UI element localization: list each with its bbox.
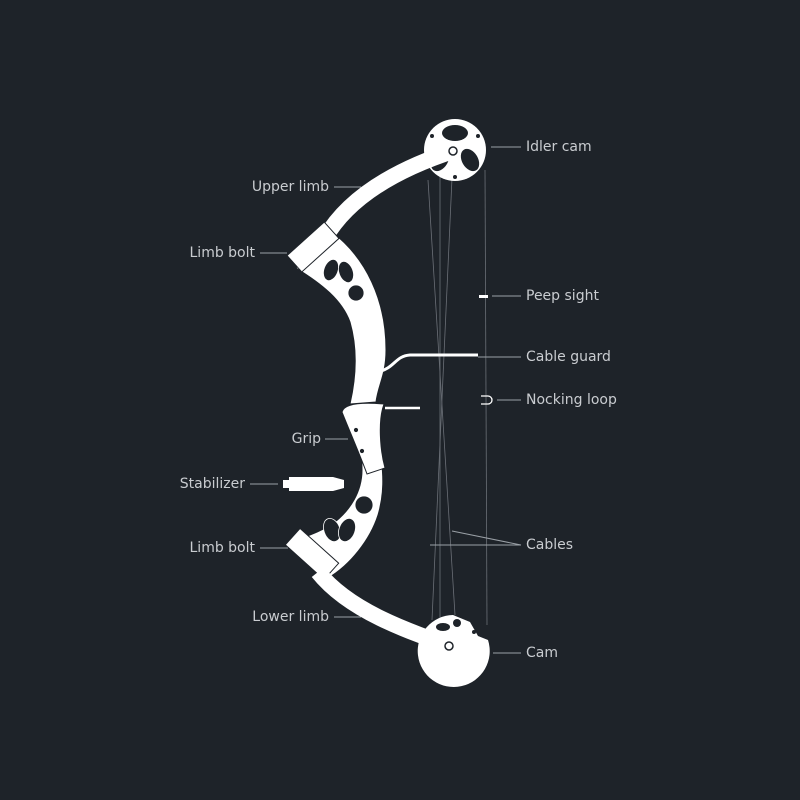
cable-2 <box>427 179 456 616</box>
label-grip: Grip <box>291 431 321 447</box>
label-nocking-loop: Nocking loop <box>526 392 617 408</box>
leader-cables-2 <box>451 530 522 546</box>
label-peep-sight: Peep sight <box>526 288 599 304</box>
nocking-loop <box>481 395 493 405</box>
stabilizer <box>283 477 344 491</box>
label-cables: Cables <box>526 537 574 553</box>
leader-lines <box>250 146 522 654</box>
label-cable-guard: Cable guard <box>526 349 611 365</box>
limb-bolt-lower <box>284 527 340 581</box>
grip <box>341 402 386 475</box>
upper-limb <box>318 142 459 243</box>
label-limb-bolt-upper: Limb bolt <box>189 245 256 261</box>
riser-cutouts <box>323 258 374 543</box>
limb-bolt-upper <box>286 221 340 273</box>
cam <box>417 615 490 687</box>
label-lower-limb: Lower limb <box>252 609 329 625</box>
cable-guard <box>377 353 478 374</box>
strings-and-cables <box>427 169 488 626</box>
bowstring <box>484 169 488 626</box>
cable-1 <box>431 177 453 621</box>
peep-sight <box>479 295 488 298</box>
label-idler-cam: Idler cam <box>526 139 592 155</box>
label-limb-bolt-lower: Limb bolt <box>189 540 256 556</box>
riser <box>284 221 387 581</box>
label-stabilizer: Stabilizer <box>179 476 245 492</box>
label-cam: Cam <box>526 645 558 661</box>
label-upper-limb: Upper limb <box>251 179 329 195</box>
